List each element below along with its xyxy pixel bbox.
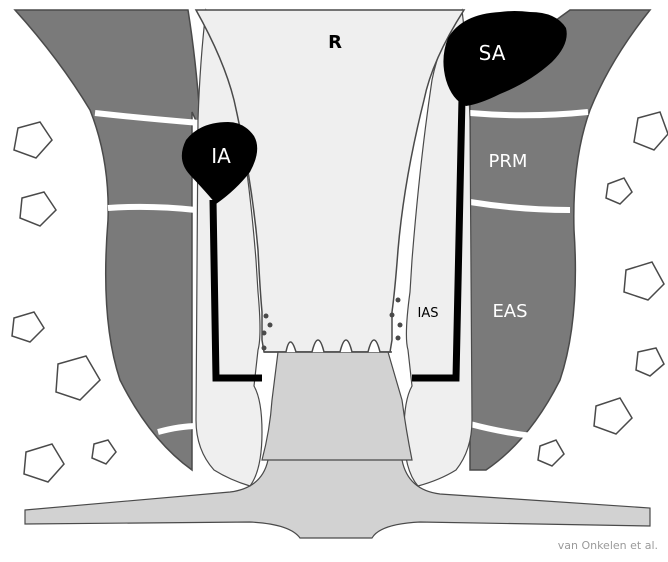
label-internal-sphincter: IAS <box>418 306 439 321</box>
left-muscle-separator <box>108 207 196 210</box>
label-puborectalis: PRM <box>489 151 528 172</box>
label-inferior-abscess: IA <box>211 144 231 168</box>
anal-canal <box>262 352 412 460</box>
label-superior-abscess: SA <box>479 41 506 65</box>
image-credit: van Onkelen et al. <box>558 539 658 552</box>
label-rectum: R <box>328 32 342 53</box>
right-muscle-separator <box>470 112 588 115</box>
label-external-sphincter: EAS <box>492 301 527 322</box>
